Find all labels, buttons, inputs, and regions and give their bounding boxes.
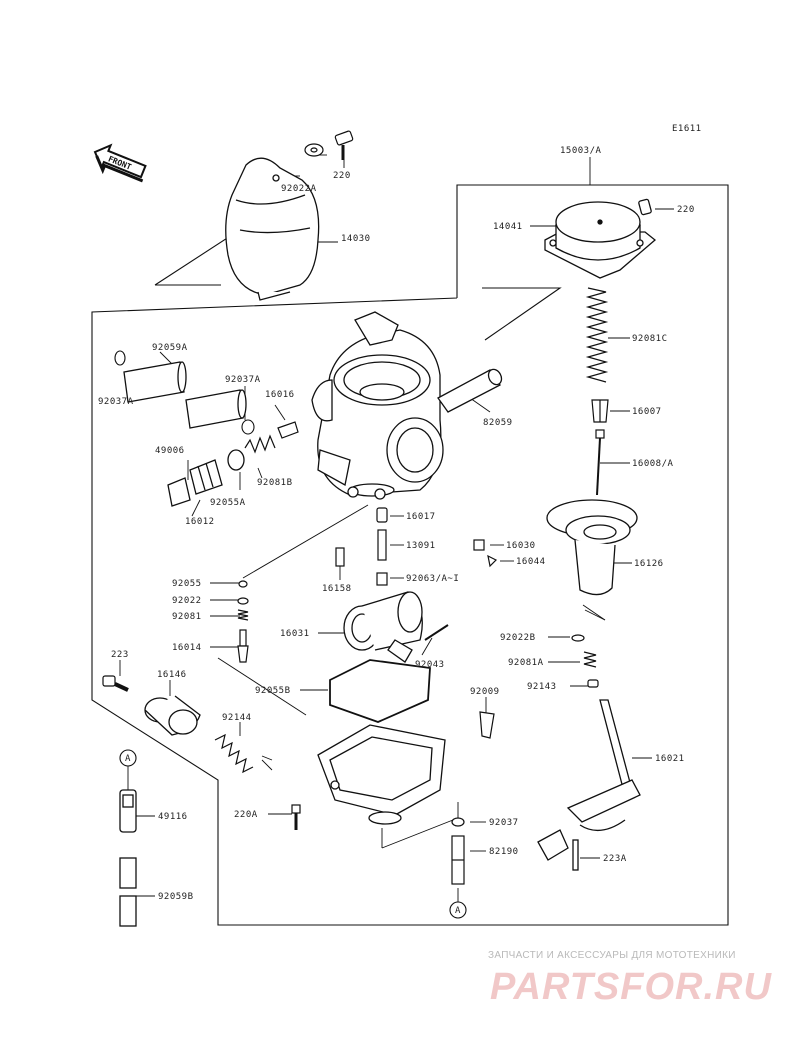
- label-16030: 16030: [506, 541, 536, 551]
- label-92059b: 92059B: [158, 892, 194, 902]
- hose-82190: [451, 817, 465, 885]
- label-92055a: 92055A: [210, 498, 246, 508]
- label-82059: 82059: [483, 418, 513, 428]
- label-220-cap: 220: [677, 205, 695, 215]
- front-arrow-icon: FRONT: [93, 143, 147, 183]
- diagram-code: E1611: [672, 124, 702, 134]
- svg-text:A: A: [455, 906, 461, 916]
- label-14030: 14030: [341, 234, 371, 244]
- clip-92037a: [114, 350, 255, 435]
- label-16126: 16126: [634, 559, 664, 569]
- bolt-220a: [291, 804, 301, 830]
- pin-92043: [424, 624, 449, 641]
- jet-parts-center: [335, 507, 498, 586]
- spring-92081b: [244, 434, 276, 454]
- label-92143: 92143: [527, 682, 557, 692]
- label-16017: 16017: [406, 512, 436, 522]
- intake-holder-part: [343, 591, 423, 663]
- label-16158: 16158: [322, 584, 352, 594]
- watermark-logo: PARTSFOR.RU: [490, 966, 772, 1008]
- label-92009: 92009: [470, 687, 500, 697]
- label-16007: 16007: [632, 407, 662, 417]
- hose-92059a: [123, 361, 247, 429]
- spring-92081c: [585, 287, 609, 383]
- label-49116: 49116: [158, 812, 188, 822]
- carburetor-cap-part: [544, 198, 657, 279]
- label-16012: 16012: [185, 517, 215, 527]
- label-223: 223: [111, 650, 129, 660]
- label-220-top: 220: [333, 171, 351, 181]
- starter-plunger-part: [167, 459, 223, 507]
- label-92144: 92144: [222, 713, 252, 723]
- spring-set-right: [571, 634, 599, 688]
- label-16008a: 16008/A: [632, 459, 674, 469]
- label-92037a-left: 92037A: [98, 397, 134, 407]
- label-16016: 16016: [265, 390, 295, 400]
- label-92055b: 92055B: [255, 686, 291, 696]
- pilot-screw-stack: [237, 580, 249, 663]
- carburetor-body-part: [311, 311, 444, 500]
- gasket-92055b: [329, 659, 431, 723]
- label-16146: 16146: [157, 670, 187, 680]
- label-92043: 92043: [415, 660, 445, 670]
- label-16021: 16021: [655, 754, 685, 764]
- float-bowl-part: [317, 724, 446, 825]
- label-92081a: 92081A: [508, 658, 544, 668]
- spring-92144: [214, 733, 254, 774]
- label-13091: 13091: [406, 541, 436, 551]
- top-cover-part: [225, 157, 320, 301]
- label-92022a: 92022A: [281, 184, 317, 194]
- label-92055: 92055: [172, 579, 202, 589]
- label-220a: 220A: [234, 810, 258, 820]
- label-92059a: 92059A: [152, 343, 188, 353]
- label-16031: 16031: [280, 629, 310, 639]
- label-14041: 14041: [493, 222, 523, 232]
- svg-text:A: A: [125, 754, 131, 764]
- leader-lines: [119, 152, 674, 902]
- o-ring-92055a: [227, 449, 245, 471]
- label-92081b: 92081B: [257, 478, 293, 488]
- part-labels: 14030 92022A 220 15003/A 220 14041 92081…: [98, 146, 695, 902]
- label-92037a-mid: 92037A: [225, 375, 261, 385]
- screw-223: [102, 675, 129, 692]
- jet-needle-part: [595, 429, 605, 496]
- label-82190: 82190: [489, 847, 519, 857]
- needle-holder-part: [591, 399, 609, 423]
- label-92081: 92081: [172, 612, 202, 622]
- throttle-stop-screw-part: [537, 699, 641, 871]
- label-92063: 92063/A~I: [406, 574, 459, 584]
- vacuum-piston-part: [546, 499, 638, 596]
- label-92022: 92022: [172, 596, 202, 606]
- float-chamber-cap-16146: [144, 695, 201, 736]
- label-92081c: 92081C: [632, 334, 668, 344]
- screw-16016: [277, 421, 299, 439]
- label-92022b: 92022B: [500, 633, 536, 643]
- hose-82059: [437, 368, 503, 413]
- drain-tube-parts: [119, 789, 137, 927]
- label-92037: 92037: [489, 818, 519, 828]
- screw-92009: [479, 711, 495, 739]
- label-49006: 49006: [155, 446, 185, 456]
- label-16044: 16044: [516, 557, 546, 567]
- label-16014: 16014: [172, 643, 202, 653]
- label-223a: 223A: [603, 854, 627, 864]
- label-15003a: 15003/A: [560, 146, 602, 156]
- callout-a-bottom: A: [449, 901, 467, 919]
- callout-a-top: A: [119, 749, 137, 767]
- bolt-220-top: [304, 130, 354, 160]
- watermark-caption: ЗАПЧАСТИ И АКСЕССУАРЫ ДЛЯ МОТОТЕХНИКИ: [488, 950, 736, 961]
